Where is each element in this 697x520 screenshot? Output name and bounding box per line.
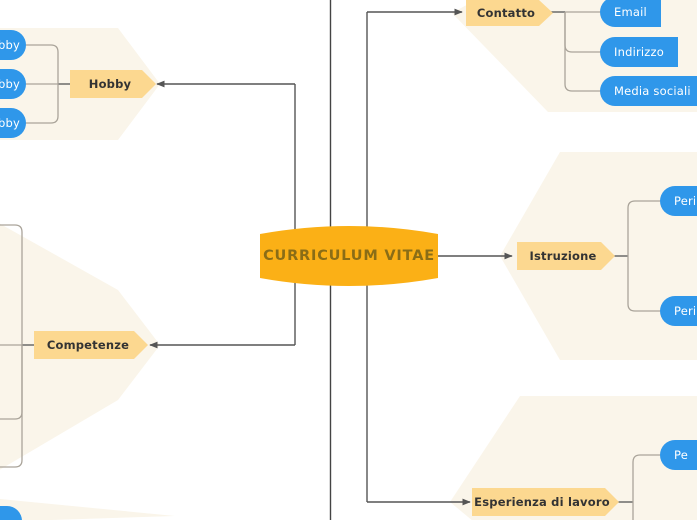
branch-shape-competenze[interactable] <box>34 331 148 359</box>
branch-shape-istruzione[interactable] <box>517 242 615 270</box>
leaf-label-hobby-1: bby <box>0 38 20 52</box>
central-node-label: CURRICULUM VITAE <box>263 248 435 264</box>
subconnector-hobby-1 <box>26 44 59 84</box>
central-node-shape[interactable] <box>260 226 438 286</box>
branch-node-hobby[interactable]: Hobby <box>70 70 150 98</box>
subconnector-competenze-4 <box>0 345 23 468</box>
leaf-label-istruzione-periodo-1: Peri <box>674 194 697 208</box>
subconnector-esperienza-1 <box>632 454 660 502</box>
central-node[interactable]: CURRICULUM VITAE <box>260 234 438 278</box>
leaf-node-email[interactable]: Email <box>600 0 661 27</box>
leaf-node-indirizzo[interactable]: Indirizzo <box>600 37 679 67</box>
leaf-bottom-left-partial[interactable] <box>0 506 22 520</box>
leaf-label-email: Email <box>614 5 647 19</box>
leaf-node-media-sociali[interactable]: Media sociali <box>600 76 697 106</box>
leaf-node-istruzione-periodo-1[interactable]: Peri <box>660 186 697 216</box>
leaf-label-hobby-2: bby <box>0 77 20 91</box>
branch-node-contatto[interactable]: Contatto <box>466 0 546 26</box>
branch-node-competenze[interactable]: Competenze <box>34 331 142 359</box>
branch-label-istruzione: Istruzione <box>529 249 597 263</box>
leaf-label-hobby-3: bby <box>0 116 20 130</box>
leaf-node-esperienza-periodo-1[interactable]: Pe <box>660 440 697 470</box>
leaf-label-media-sociali: Media sociali <box>614 84 691 98</box>
branch-node-esperienza-di-lavoro[interactable]: Esperienza di lavoro <box>472 488 612 516</box>
subconnector-istruzione-2 <box>627 256 660 312</box>
subconnector-contatto-media <box>564 12 600 92</box>
branch-label-competenze: Competenze <box>46 338 130 352</box>
branch-shape-hobby[interactable] <box>70 70 156 98</box>
subconnector-istruzione-1 <box>627 200 660 256</box>
branch-label-hobby: Hobby <box>88 77 132 91</box>
branch-label-contatto: Contatto <box>476 6 536 20</box>
leaf-node-hobby-1[interactable]: bby <box>0 30 26 60</box>
branch-shape-esperienza[interactable] <box>472 488 619 516</box>
leaf-label-esperienza-periodo-1: Pe <box>674 448 689 462</box>
branch-node-istruzione[interactable]: Istruzione <box>517 242 609 270</box>
halo-bottom-left <box>0 498 175 520</box>
subconnector-competenze-1 <box>0 224 23 345</box>
leaf-node-hobby-3[interactable]: bby <box>0 108 26 138</box>
subconnector-hobby-3 <box>26 84 59 124</box>
leaf-node-istruzione-periodo-2[interactable]: Peri <box>660 296 697 326</box>
branch-label-esperienza-di-lavoro: Esperienza di lavoro <box>474 495 610 509</box>
leaf-node-hobby-2[interactable]: bby <box>0 69 26 99</box>
branch-shape-contatto[interactable] <box>466 0 553 26</box>
leaf-label-indirizzo: Indirizzo <box>614 45 665 59</box>
leaf-label-istruzione-periodo-2: Peri <box>674 304 697 318</box>
